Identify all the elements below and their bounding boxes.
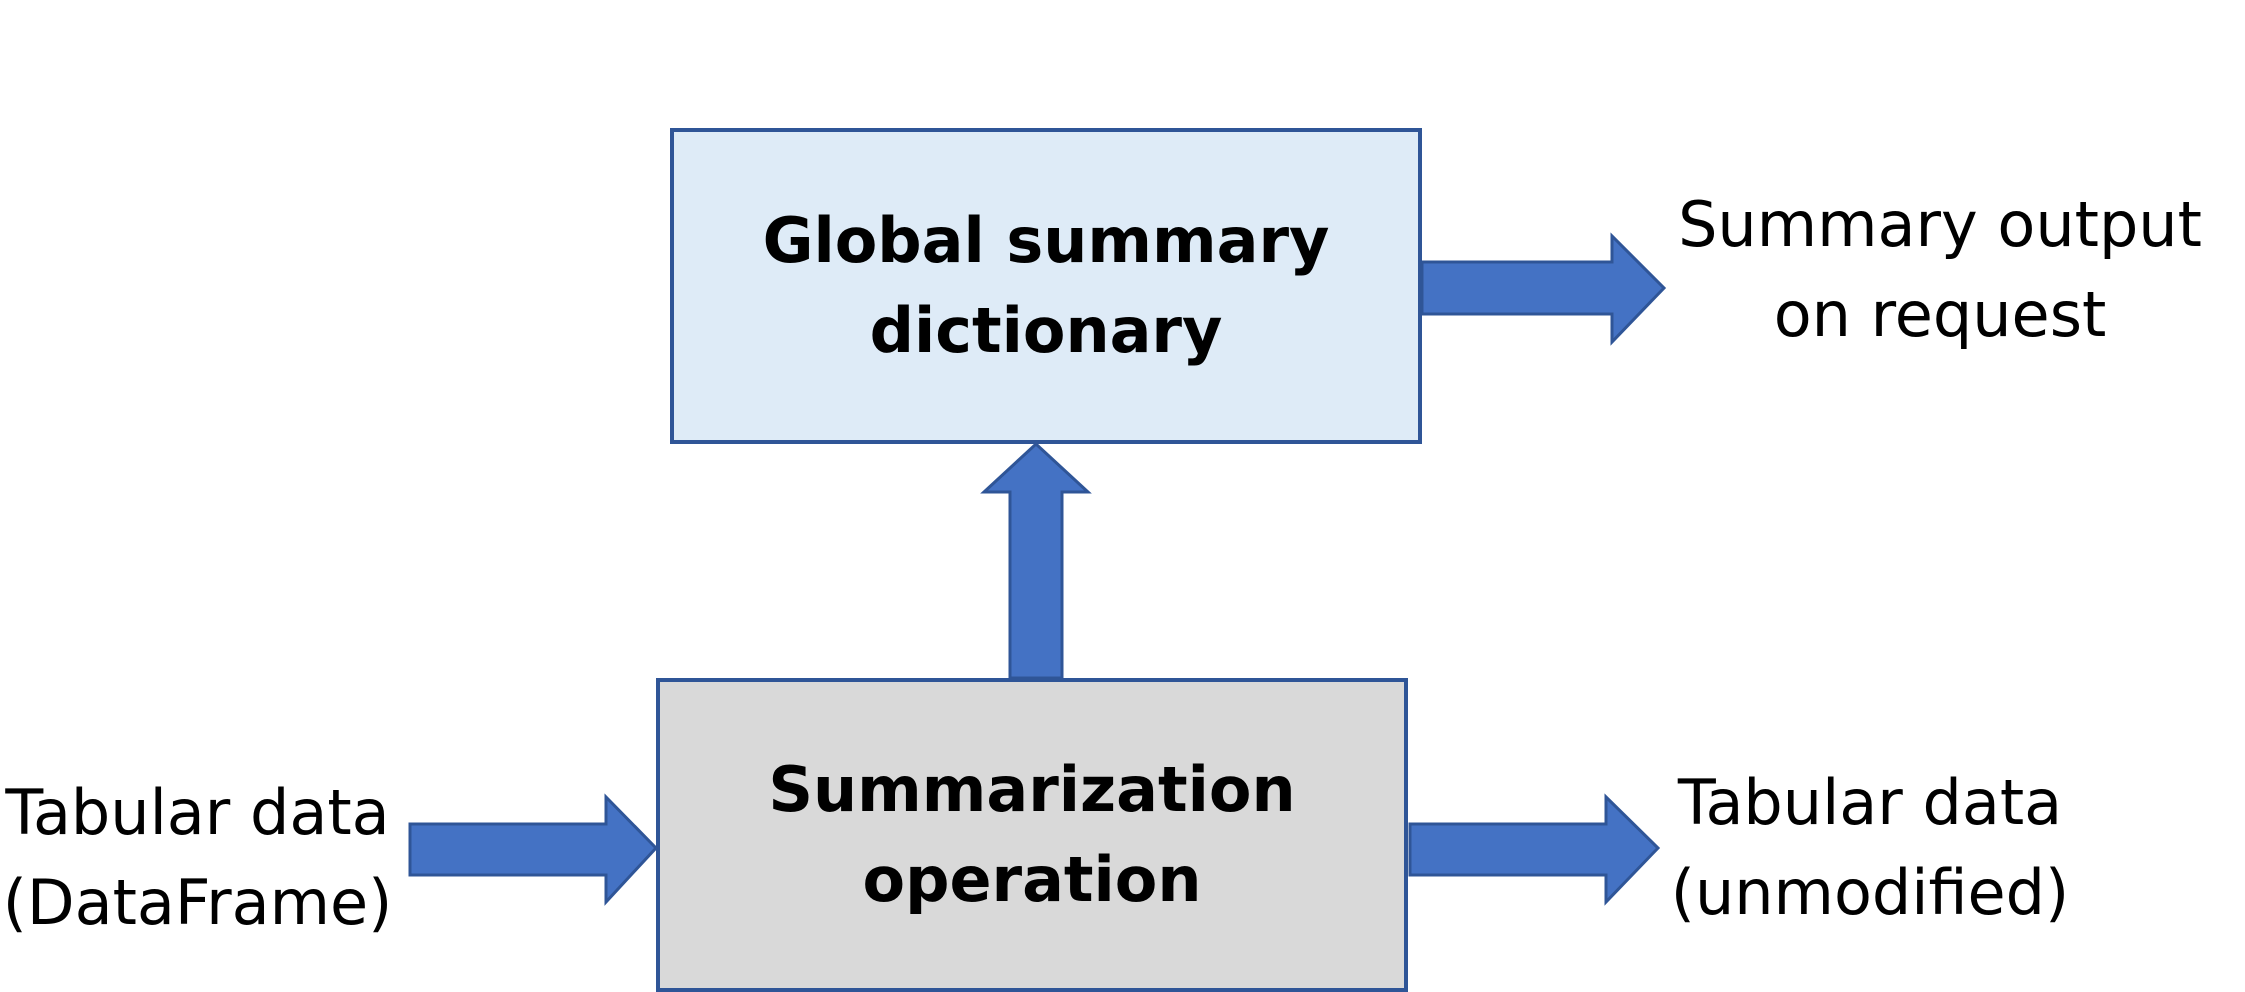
arrow-input-to-summarization [408,793,659,906]
global-summary-dictionary-title: Global summary dictionary [762,204,1330,367]
tabular-data-output-label: Tabular data (unmodified) [1670,766,2070,929]
global-summary-dictionary-box: Global summary dictionary [670,128,1422,444]
arrow-summarization-to-output [1408,793,1661,906]
arrow-global-to-summary-output [1420,232,1667,346]
arrow-summarization-to-global [980,441,1092,680]
summary-output-label: Summary output on request [1678,188,2202,351]
summarization-operation-title: Summarization operation [768,753,1296,916]
summarization-operation-box: Summarization operation [656,678,1408,992]
tabular-data-input-label: Tabular data (DataFrame) [2,776,393,939]
